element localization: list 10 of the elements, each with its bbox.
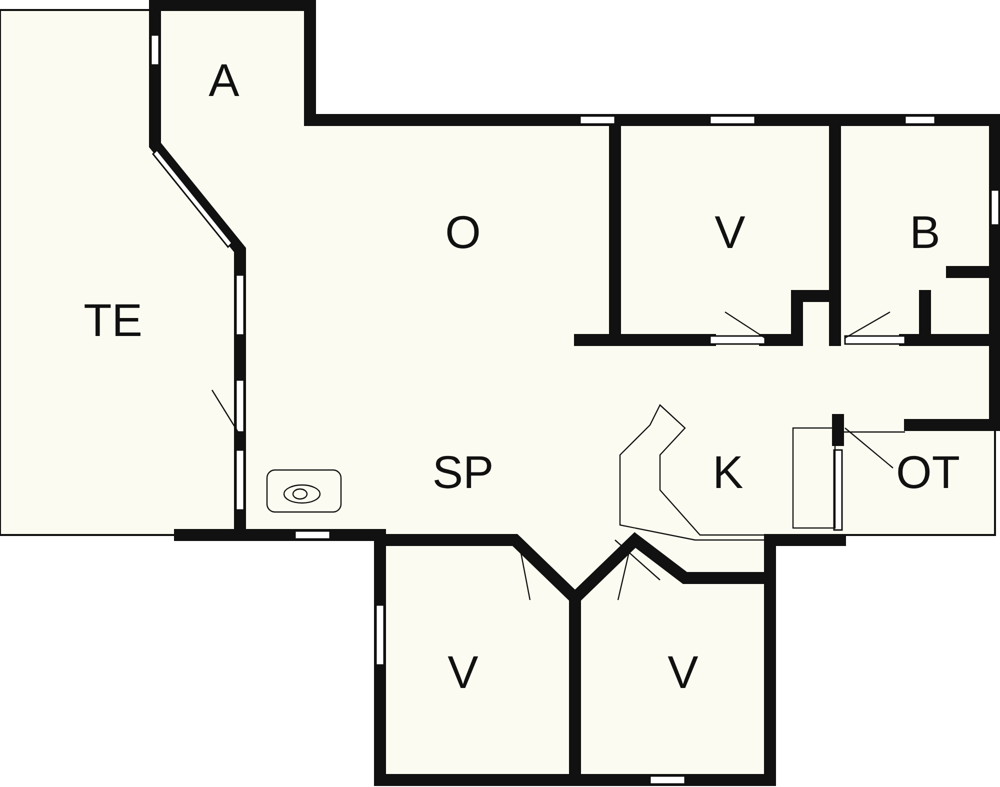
room-label: SP — [432, 445, 494, 499]
room-label: V — [448, 645, 478, 699]
room-label: B — [910, 205, 940, 259]
room-label: OT — [896, 445, 960, 499]
room-label: V — [668, 645, 698, 699]
room-label: K — [712, 445, 744, 499]
room-label: O — [445, 205, 481, 259]
room-label: A — [208, 53, 240, 107]
room-label: V — [714, 205, 746, 259]
room-label: TE — [84, 293, 142, 347]
